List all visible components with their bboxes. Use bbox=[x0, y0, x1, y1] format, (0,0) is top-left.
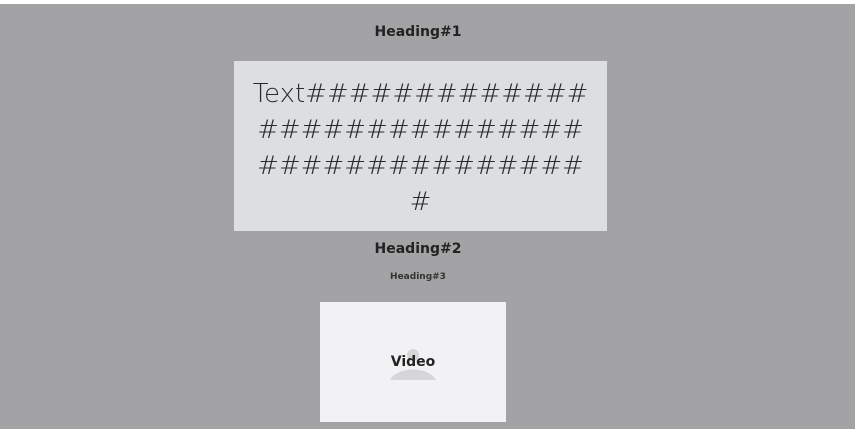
video-label: Video bbox=[390, 354, 436, 370]
text-block: Text####################################… bbox=[234, 61, 607, 231]
heading-2: Heading#2 bbox=[374, 241, 462, 257]
content-panel: Heading#1 Text##########################… bbox=[0, 4, 855, 429]
heading-3: Heading#3 bbox=[390, 272, 446, 282]
heading-1: Heading#1 bbox=[374, 24, 462, 40]
video-placeholder-icon bbox=[390, 349, 436, 380]
video-placeholder[interactable]: Video bbox=[320, 302, 506, 422]
